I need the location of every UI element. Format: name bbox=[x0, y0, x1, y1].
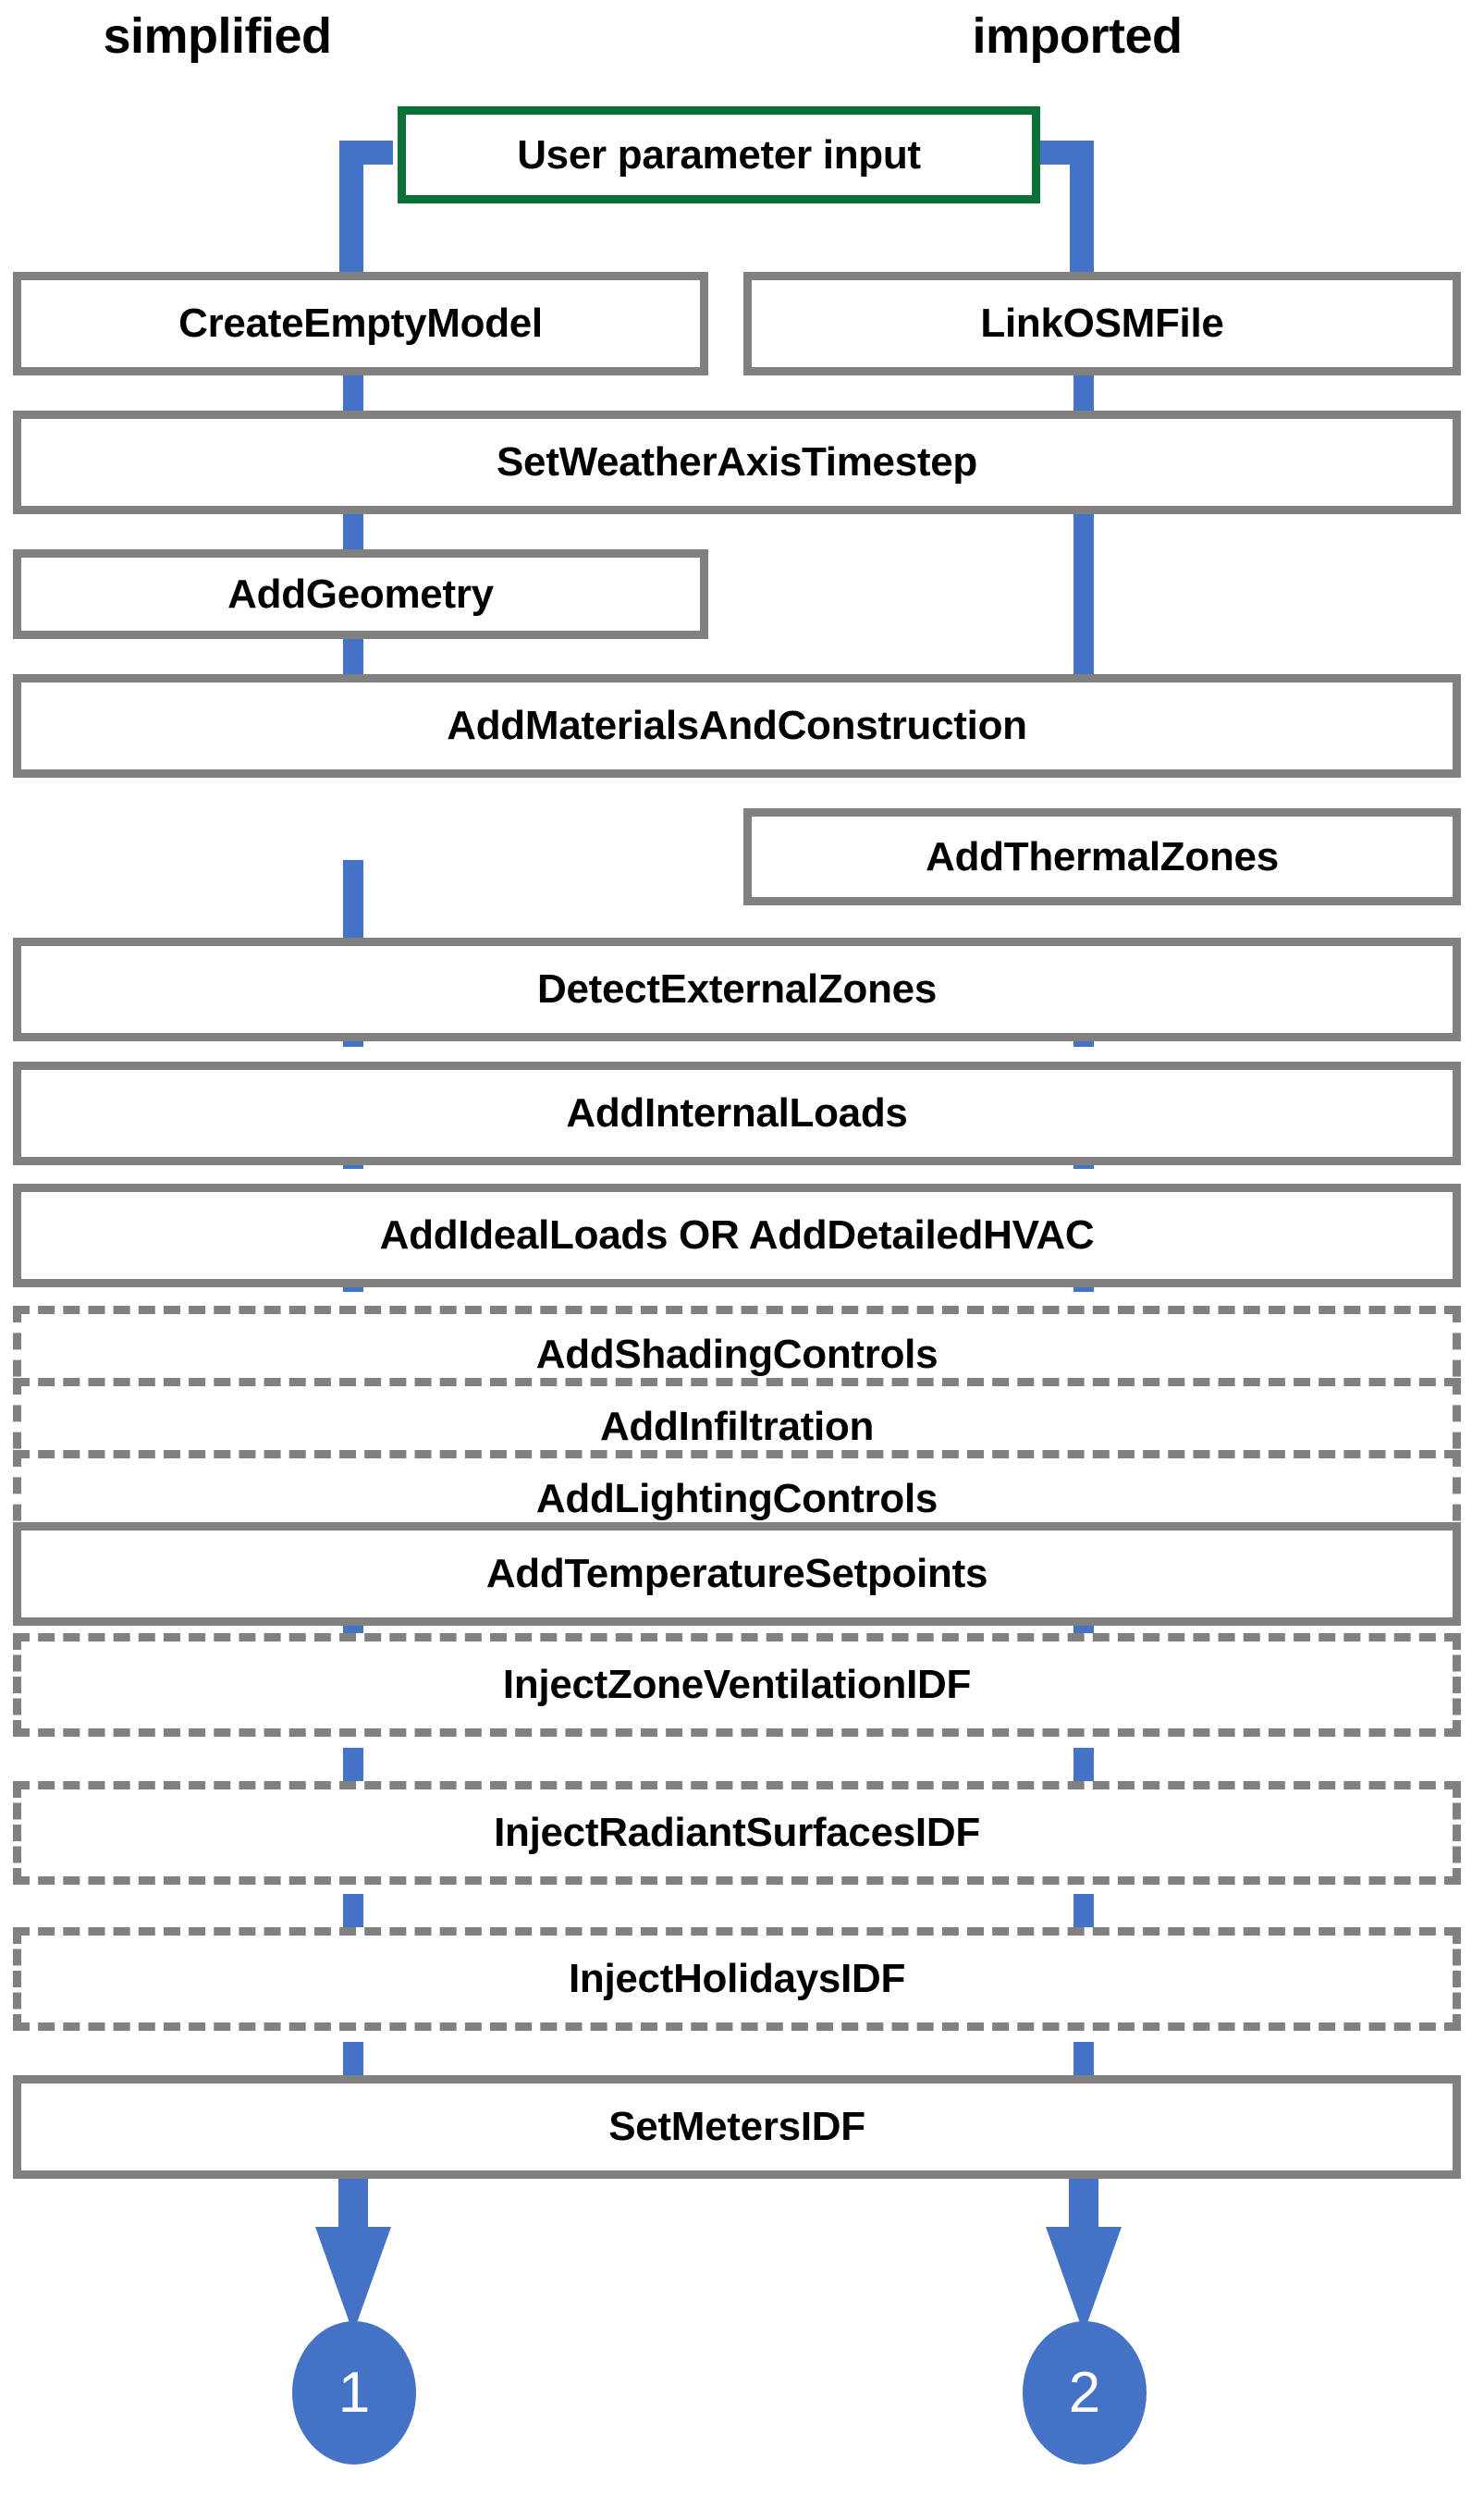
connector-left-vertical-top bbox=[339, 141, 363, 277]
terminal-circle-2[interactable]: 2 bbox=[1023, 2321, 1147, 2465]
column-header-imported: imported bbox=[972, 8, 1183, 64]
node-add-ideal-loads-or-detailed-hvac[interactable]: AddIdealLoads OR AddDetailedHVAC bbox=[13, 1184, 1461, 1287]
terminal-label: 1 bbox=[337, 2360, 371, 2425]
connector-right-vertical-top bbox=[1070, 141, 1094, 277]
node-inject-radiant-surfaces-idf[interactable]: InjectRadiantSurfacesIDF bbox=[13, 1781, 1461, 1885]
node-label: AddTemperatureSetpoints bbox=[485, 1551, 988, 1596]
node-set-meters-idf[interactable]: SetMetersIDF bbox=[13, 2075, 1461, 2179]
arrow-head-left bbox=[315, 2227, 391, 2333]
connector-right-stub-1 bbox=[1073, 375, 1094, 412]
node-label: CreateEmptyModel bbox=[178, 301, 543, 346]
node-label: AddInfiltration bbox=[599, 1404, 875, 1449]
node-add-thermal-zones[interactable]: AddThermalZones bbox=[743, 808, 1461, 905]
node-label: LinkOSMFile bbox=[980, 301, 1224, 346]
connector-left-stub-13 bbox=[343, 1894, 363, 1933]
terminal-circle-1[interactable]: 1 bbox=[292, 2321, 416, 2465]
node-label: InjectZoneVentilationIDF bbox=[502, 1662, 972, 1707]
node-add-temperature-setpoints[interactable]: AddTemperatureSetpoints bbox=[13, 1522, 1461, 1626]
node-label: InjectHolidaysIDF bbox=[568, 1956, 906, 2001]
node-inject-holidays-idf[interactable]: InjectHolidaysIDF bbox=[13, 1927, 1461, 2031]
node-link-osm-file[interactable]: LinkOSMFile bbox=[743, 272, 1461, 375]
node-label: AddIdealLoads OR AddDetailedHVAC bbox=[379, 1212, 1095, 1258]
connector-right-bypass-geometry bbox=[1073, 513, 1094, 675]
connector-left-stub-12 bbox=[343, 1748, 363, 1787]
arrow-shaft-left bbox=[338, 2179, 368, 2231]
node-label: AddThermalZones bbox=[926, 833, 1279, 879]
arrow-head-right bbox=[1046, 2227, 1122, 2333]
node-add-geometry[interactable]: AddGeometry bbox=[13, 549, 708, 639]
node-label: AddLightingControls bbox=[535, 1476, 938, 1521]
node-inject-zone-ventilation-idf[interactable]: InjectZoneVentilationIDF bbox=[13, 1633, 1461, 1737]
node-label: AddMaterialsAndConstruction bbox=[447, 703, 1027, 748]
node-create-empty-model[interactable]: CreateEmptyModel bbox=[13, 272, 708, 375]
node-add-materials-and-construction[interactable]: AddMaterialsAndConstruction bbox=[13, 674, 1461, 778]
node-detect-external-zones[interactable]: DetectExternalZones bbox=[13, 938, 1461, 1041]
node-label: InjectRadiantSurfacesIDF bbox=[494, 1810, 980, 1855]
node-label: DetectExternalZones bbox=[536, 966, 937, 1012]
node-label: AddShadingControls bbox=[535, 1332, 938, 1377]
connector-right-stub-13 bbox=[1073, 2042, 1094, 2081]
connector-left-stub-2 bbox=[343, 513, 363, 550]
terminal-label: 2 bbox=[1068, 2360, 1101, 2425]
node-label: AddGeometry bbox=[227, 571, 494, 617]
connector-right-stub-11 bbox=[1073, 1748, 1094, 1787]
node-label: SetMetersIDF bbox=[608, 2104, 865, 2149]
node-user-parameter-input[interactable]: User parameter input bbox=[398, 106, 1040, 203]
node-set-weather-axis-timestep[interactable]: SetWeatherAxisTimestep bbox=[13, 411, 1461, 514]
node-label: SetWeatherAxisTimestep bbox=[497, 439, 977, 485]
node-add-internal-loads[interactable]: AddInternalLoads bbox=[13, 1062, 1461, 1165]
node-label: AddInternalLoads bbox=[566, 1090, 908, 1136]
connector-left-stub-3 bbox=[343, 638, 363, 675]
connector-left-stub-1 bbox=[343, 375, 363, 412]
connector-right-stub-12 bbox=[1073, 1894, 1094, 1933]
node-label: User parameter input bbox=[517, 131, 921, 178]
column-header-simplified: simplified bbox=[103, 8, 332, 64]
connector-left-stub-14 bbox=[343, 2042, 363, 2081]
arrow-shaft-right bbox=[1069, 2179, 1098, 2231]
